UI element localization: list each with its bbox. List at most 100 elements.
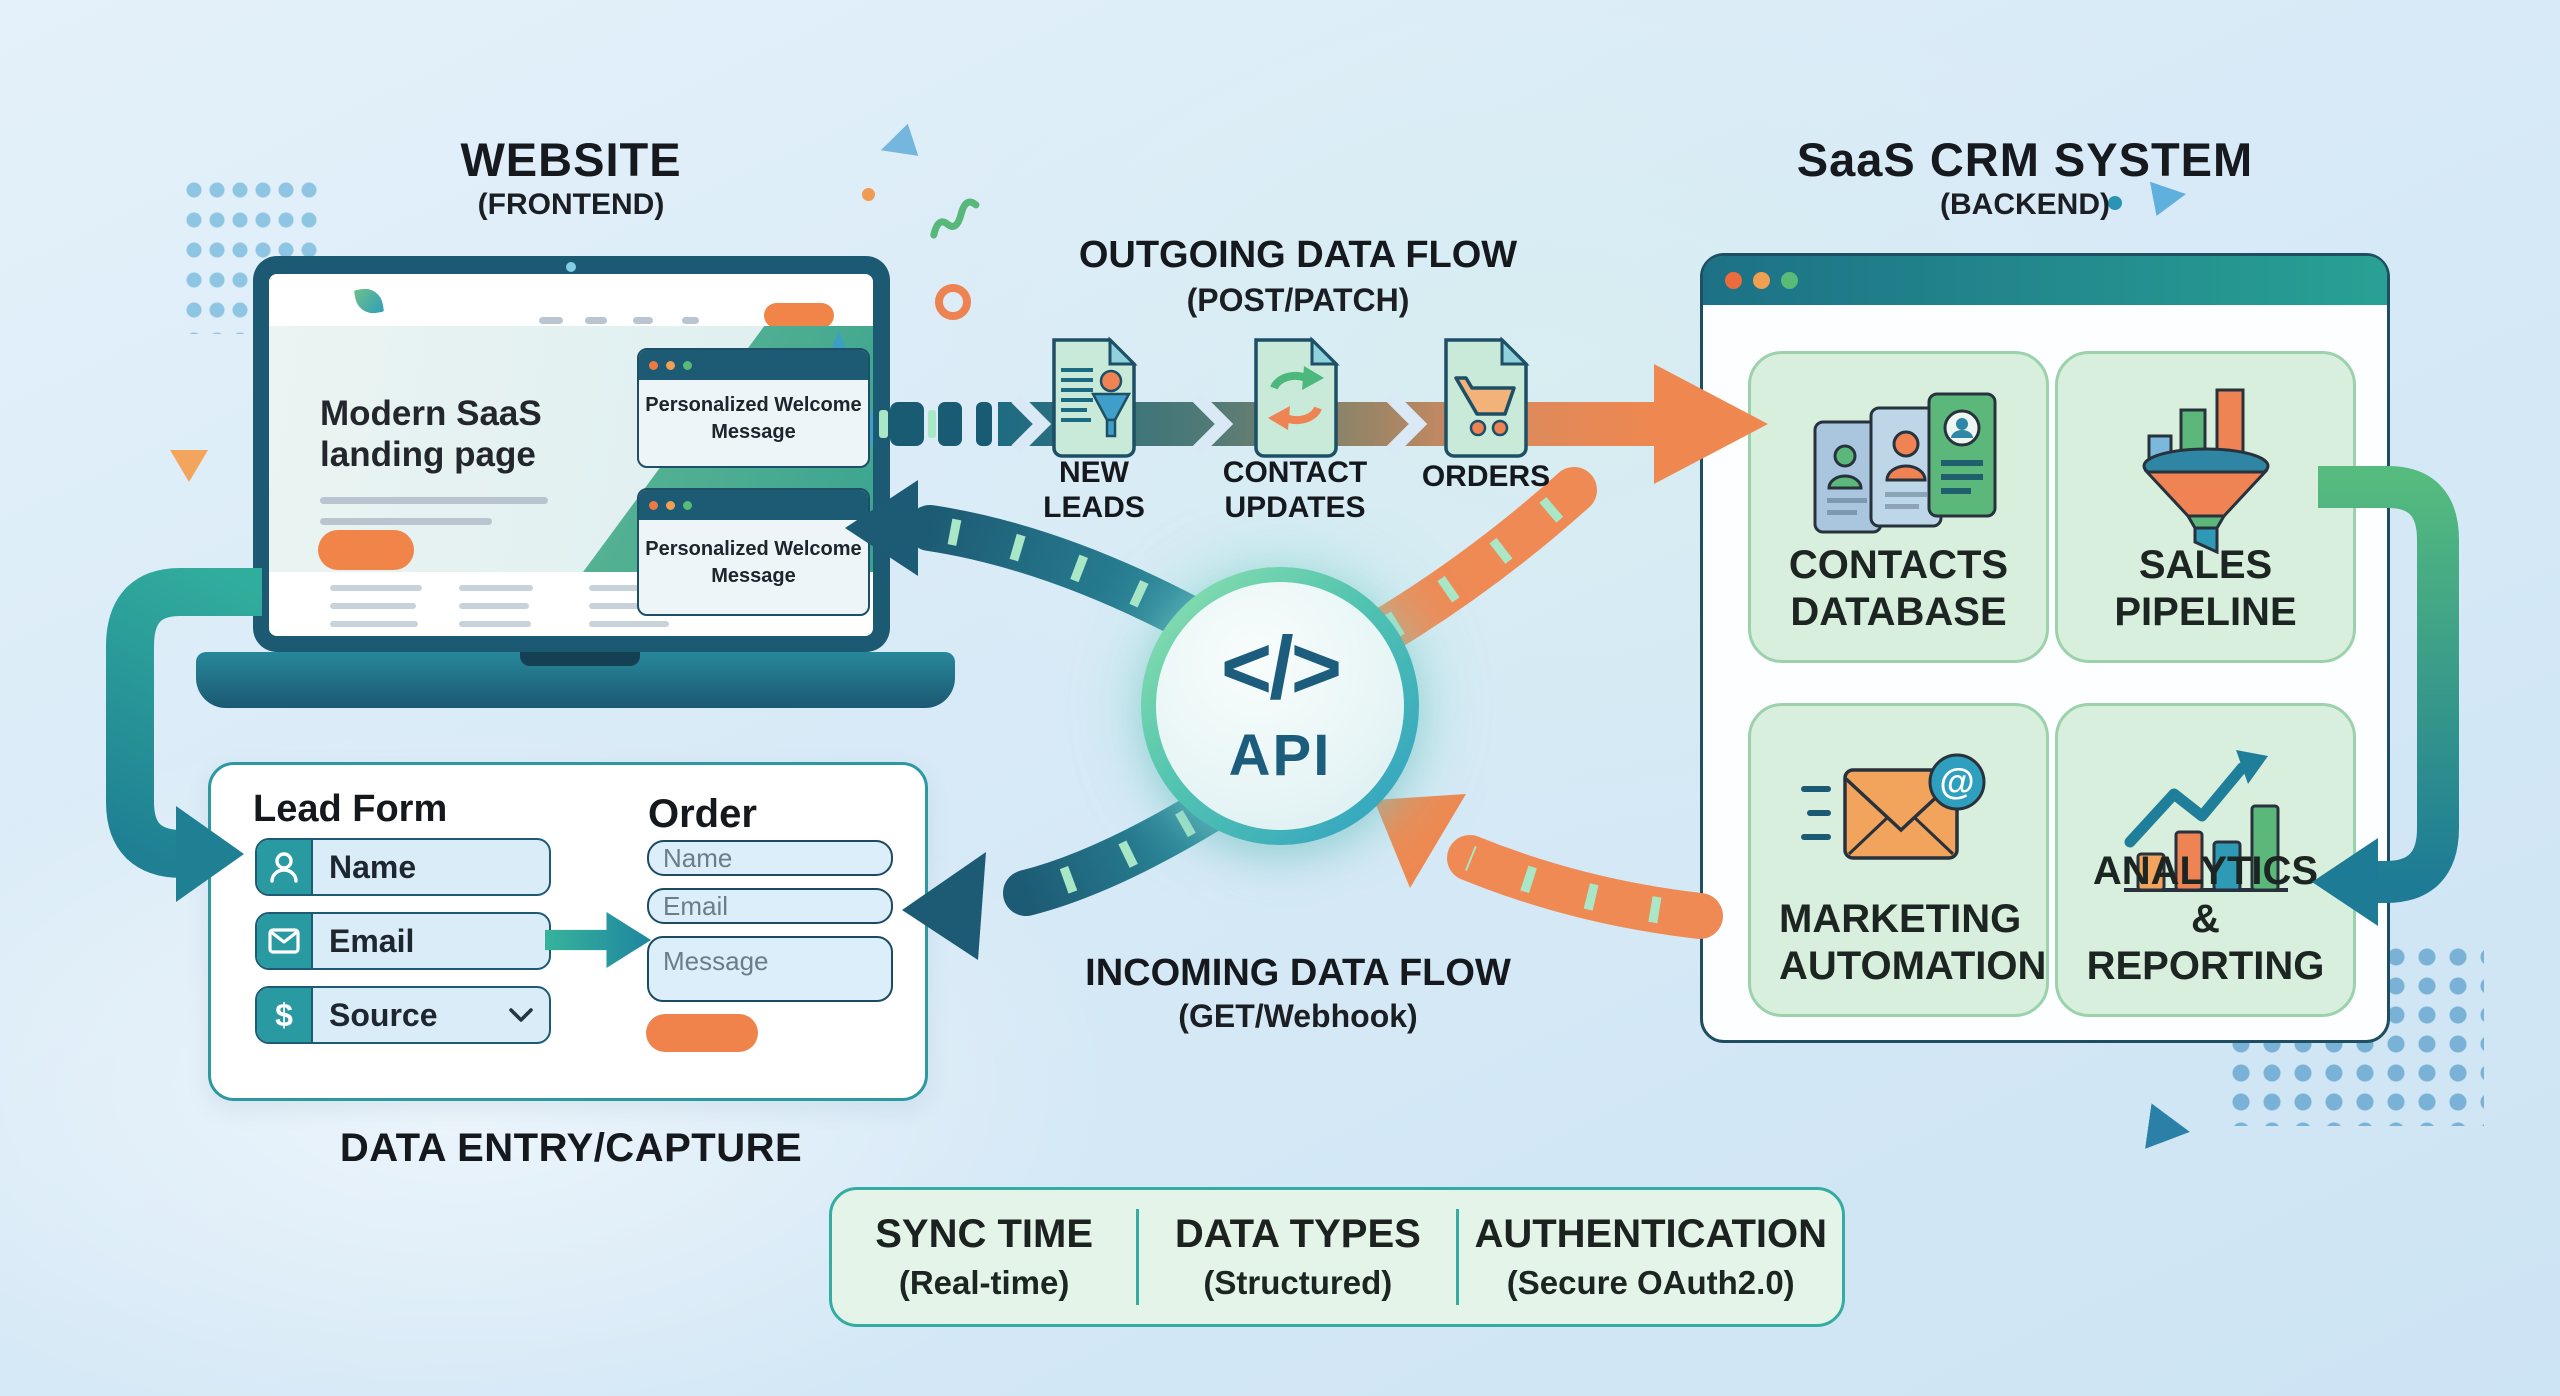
window-dot-icon: [649, 500, 658, 510]
order-message-textarea[interactable]: [647, 936, 893, 1002]
window-dot-icon: [1725, 272, 1742, 289]
welcome-message-popup: Personalized Welcome Message: [637, 488, 870, 616]
crm-titlebar: [1703, 256, 2387, 305]
crm-title: SaaS CRM SYSTEM: [1796, 133, 2254, 186]
lead-form-field-source[interactable]: $ Source: [255, 986, 551, 1044]
welcome-message-popup: Personalized Welcome Message: [637, 348, 870, 468]
laptop-notch: [520, 652, 640, 666]
nav-link[interactable]: [585, 317, 607, 324]
dollar-icon: $: [257, 988, 313, 1042]
lead-field-label: Source: [329, 997, 438, 1033]
lead-field-label: Name: [329, 849, 417, 885]
crm-module-analytics-reporting[interactable]: ANALYTICS & REPORTING: [2055, 703, 2356, 1017]
bar-chart-growth-icon: [2058, 740, 2353, 900]
dot-decoration: [2108, 196, 2122, 210]
text-line-placeholder: [320, 497, 548, 504]
orders-step: [1436, 336, 1536, 460]
funnel-chart-icon: [2058, 384, 2353, 554]
lead-form-field-email[interactable]: Email: [255, 912, 551, 970]
crm-module-label: SALES PIPELINE: [2114, 542, 2297, 634]
window-dot-icon: [683, 360, 692, 370]
chevron-down-icon[interactable]: [509, 1008, 533, 1024]
outgoing-flow-title: OUTGOING DATA FLOW: [1078, 234, 1518, 276]
spec-data-types: DATA TYPES (Structured): [1139, 1190, 1456, 1324]
window-dot-icon: [1781, 272, 1798, 289]
crm-module-sales-pipeline[interactable]: SALES PIPELINE: [2055, 351, 2356, 663]
email-at-icon: @: [1751, 746, 2046, 886]
spec-title: AUTHENTICATION: [1474, 1212, 1827, 1256]
hero-heading: Modern SaaS landing page: [320, 394, 542, 474]
dot-decoration: [862, 188, 875, 201]
api-to-form-ribbon: [902, 775, 1251, 960]
popup-titlebar: [639, 490, 868, 520]
laptop-camera: [566, 262, 576, 272]
step-label: ORDERS: [1421, 460, 1551, 493]
window-dot-icon: [666, 360, 675, 370]
popup-text: Personalized Welcome Message: [645, 538, 862, 587]
cart-document-icon: [1444, 336, 1530, 458]
incoming-flow-title: INCOMING DATA FLOW: [1085, 952, 1511, 994]
envelope-icon: [257, 914, 313, 968]
website-title: WEBSITE: [460, 133, 682, 186]
step-label: CONTACT UPDATES: [1222, 456, 1368, 524]
step-label: NEW LEADS: [1043, 456, 1145, 524]
crm-module-label: CONTACTS DATABASE: [1788, 542, 2009, 634]
ring-decoration: [935, 284, 971, 320]
triangle-decoration: [170, 450, 208, 482]
nav-link[interactable]: [539, 317, 563, 324]
popup-text: Personalized Welcome Message: [645, 394, 862, 443]
triangle-decoration: [876, 124, 919, 167]
crm-window: CONTACTS DATABASE SALES PIPELINE: [1700, 253, 2390, 1043]
spec-title: SYNC TIME: [875, 1212, 1093, 1256]
new-leads-step: [1044, 336, 1144, 460]
spec-authentication: AUTHENTICATION (Secure OAuth2.0): [1459, 1190, 1842, 1324]
crm-subtitle: (BACKEND): [1940, 188, 2110, 221]
hero-cta-button[interactable]: [318, 530, 414, 570]
logo-leaf-icon: [353, 285, 385, 317]
window-dot-icon: [649, 360, 658, 370]
crm-module-label: MARKETING AUTOMATION: [1779, 896, 2047, 988]
lead-field-label: Email: [329, 923, 415, 959]
window-dot-icon: [683, 500, 692, 510]
outgoing-flow-subtitle: (POST/PATCH): [1186, 282, 1410, 318]
crm-module-label: ANALYTICS & REPORTING: [2086, 849, 2325, 988]
crm-module-contacts-database[interactable]: CONTACTS DATABASE: [1748, 351, 2049, 663]
divider: [1456, 1209, 1460, 1305]
spec-subtitle: (Secure OAuth2.0): [1506, 1264, 1795, 1301]
spec-sync-time: SYNC TIME (Real-time): [832, 1190, 1136, 1324]
contact-updates-step: [1246, 336, 1346, 460]
nav-link[interactable]: [633, 317, 653, 324]
divider: [1136, 1209, 1140, 1305]
person-icon: [257, 840, 313, 894]
code-icon: </>: [1220, 617, 1342, 717]
crm-to-api-ribbon: [1374, 794, 1723, 939]
text-line-placeholder: [320, 518, 492, 525]
lead-document-icon: [1052, 336, 1138, 458]
window-dot-icon: [1753, 272, 1770, 289]
data-entry-caption: DATA ENTRY/CAPTURE: [339, 1126, 803, 1170]
nav-link[interactable]: [682, 317, 699, 324]
nav-cta-button[interactable]: [764, 303, 834, 328]
sync-document-icon: [1254, 336, 1340, 458]
integration-spec-bar: SYNC TIME (Real-time) DATA TYPES (Struct…: [829, 1187, 1845, 1327]
browser-navbar: [269, 274, 873, 328]
popup-titlebar: [639, 350, 868, 380]
incoming-flow-subtitle: (GET/Webhook): [1178, 998, 1418, 1034]
order-email-input[interactable]: [647, 888, 893, 924]
triangle-decoration: [2145, 1103, 2193, 1154]
svg-text:@: @: [1939, 761, 1974, 802]
spec-subtitle: (Structured): [1203, 1264, 1393, 1301]
website-subtitle: (FRONTEND): [477, 188, 665, 221]
contact-cards-icon: [1751, 384, 2046, 544]
squiggle-decoration: [930, 198, 980, 239]
window-dot-icon: [666, 500, 675, 510]
spec-title: DATA TYPES: [1174, 1212, 1421, 1256]
order-name-input[interactable]: [647, 840, 893, 876]
order-submit-button[interactable]: [646, 1014, 758, 1052]
spec-subtitle: (Real-time): [898, 1264, 1070, 1301]
crm-module-marketing-automation[interactable]: @ MARKETING AUTOMATION: [1748, 703, 2049, 1017]
api-hub: </> API: [1141, 567, 1419, 845]
lead-form-field-name[interactable]: Name: [255, 838, 551, 896]
api-label: API: [1228, 722, 1332, 788]
